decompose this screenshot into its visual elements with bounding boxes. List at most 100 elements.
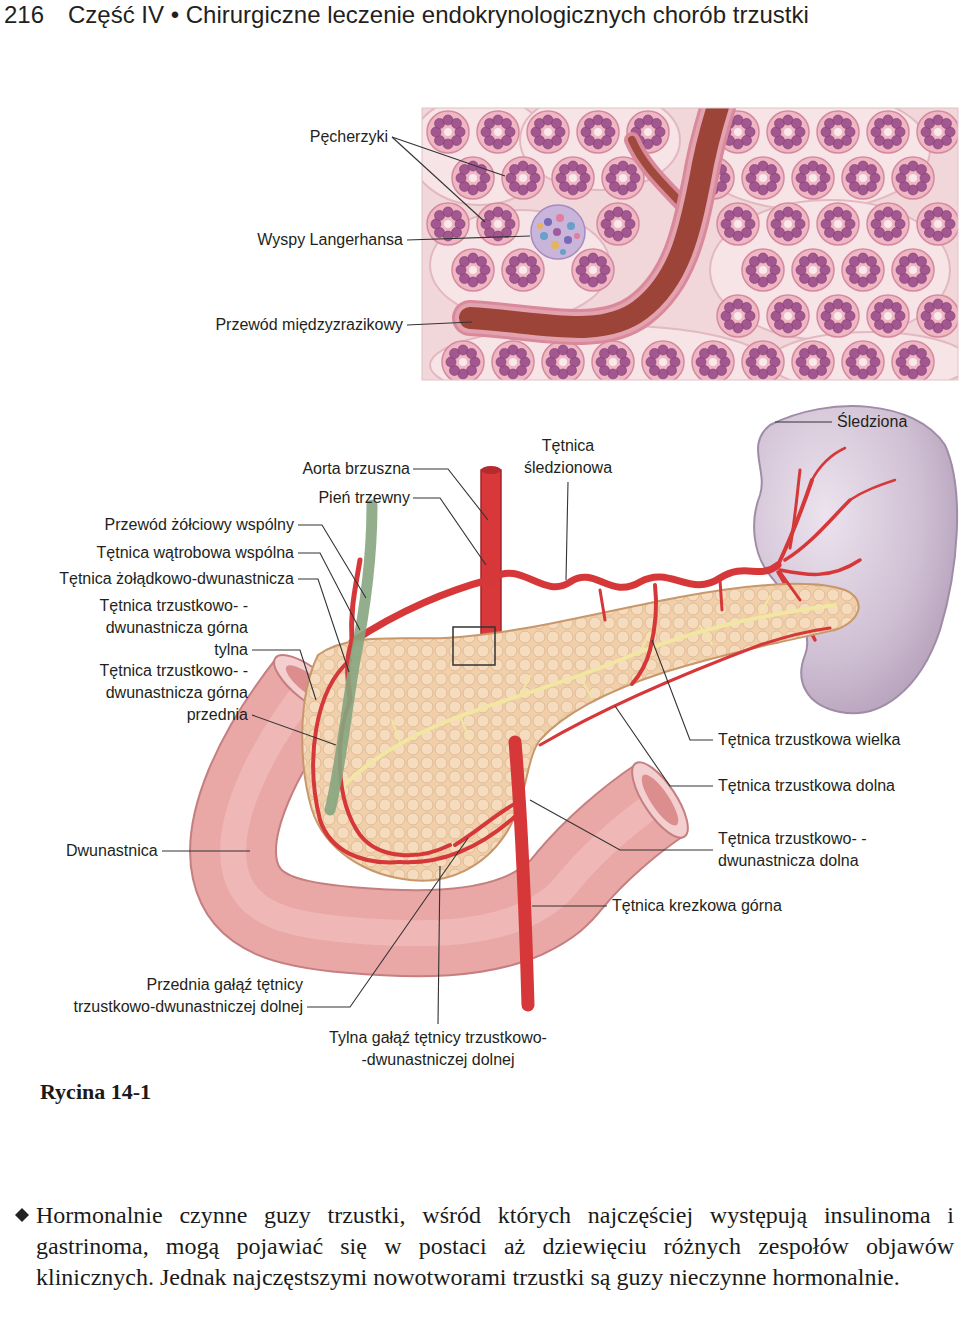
part-label-box: Tętnica trzustkowa dolna — [718, 775, 895, 797]
histology-inset — [470, 108, 720, 327]
part-label: Tętnica trzustkowo- -dwunastnicza górna … — [88, 595, 248, 661]
histology-inset — [422, 108, 958, 380]
leader-lines — [652, 640, 713, 740]
artery-vessels — [850, 480, 895, 500]
histology-inset — [717, 203, 759, 245]
part-label: Dwunastnica — [66, 840, 158, 862]
histology-inset — [792, 249, 834, 291]
part-label: Przednia gałąź tętnicy trzustkowo-dwunas… — [63, 974, 303, 1018]
histology-inset — [551, 241, 559, 249]
histology-inset — [867, 295, 909, 337]
part-label: Pęcherzyki — [310, 126, 388, 148]
leader-lines — [307, 838, 468, 1007]
part-label-box: Tętnica trzustkowa wielka — [718, 729, 900, 751]
running-header: Część IV • Chirurgiczne leczenie endokry… — [68, 0, 809, 30]
pancreatic-duct — [330, 596, 835, 800]
leader-lines — [252, 650, 316, 700]
artery-vessels — [515, 742, 528, 1005]
histology-inset — [592, 341, 634, 380]
artery-vessels — [812, 448, 845, 480]
histology-inset — [742, 249, 784, 291]
histology-inset — [792, 341, 834, 380]
aorta-vessel — [481, 470, 501, 645]
histology-inset — [556, 214, 564, 222]
artery-vessels — [352, 580, 488, 642]
figure-caption-box: Rycina 14-1 — [40, 1078, 151, 1106]
part-label-box: Dwunastnica — [66, 840, 158, 862]
histology-inset — [574, 233, 580, 239]
histology-inset — [442, 341, 484, 380]
histology-inset — [597, 203, 639, 245]
pancreatic-duct — [392, 596, 770, 742]
histology-inset — [567, 222, 575, 230]
histology-inset — [502, 249, 544, 291]
histology-inset — [452, 249, 494, 291]
histology-inset — [917, 203, 958, 245]
histology-inset — [642, 341, 684, 380]
artery-vessels — [540, 628, 830, 745]
bullet-symbol — [15, 1208, 29, 1222]
histology-inset — [842, 157, 884, 199]
histology-inset — [577, 111, 619, 153]
histology-inset — [422, 108, 958, 380]
detail-box — [453, 627, 495, 665]
histology-inset — [553, 228, 561, 236]
leader-lines — [407, 322, 472, 325]
part-label: Tętnica trzustkowa wielka — [718, 729, 900, 751]
aorta-vessel — [481, 466, 501, 474]
histology-inset — [492, 341, 534, 380]
part-label: Śledziona — [837, 411, 907, 433]
leader-lines — [413, 498, 486, 565]
histology-inset — [564, 236, 572, 244]
part-label-box: Tętnica żołądkowo-dwunastnicza — [59, 568, 294, 590]
part-label-box: Tętnica krezkowa górna — [612, 895, 782, 917]
spleen-shape — [754, 406, 957, 713]
part-label: Wyspy Langerhansa — [257, 229, 403, 251]
running-header-box: Część IV • Chirurgiczne leczenie endokry… — [68, 0, 809, 30]
leader-lines — [532, 905, 607, 906]
inset-frame — [422, 108, 958, 380]
aorta-vessel — [481, 466, 501, 645]
page-number: 216 — [4, 0, 44, 30]
figure-caption: Rycina 14-1 — [40, 1078, 151, 1106]
part-label-box: Tętnica trzustkowo- -dwunastnicza górna … — [88, 595, 248, 661]
histology-inset — [767, 111, 809, 153]
histology-inset — [427, 111, 469, 153]
histology-inset — [710, 200, 950, 340]
histology-inset — [544, 218, 552, 226]
histology-inset — [477, 203, 519, 245]
histology-inset — [842, 249, 884, 291]
part-label-box: Tylna gałąź tętnicy trzustkowo- -dwunast… — [326, 1027, 551, 1071]
leader-lines — [775, 421, 832, 422]
part-label-box: Aorta brzuszna — [302, 458, 410, 480]
artery-vessels — [494, 565, 778, 587]
histology-inset — [470, 108, 720, 327]
histology-inset — [572, 249, 614, 291]
artery-vessels — [600, 572, 800, 620]
histology-inset — [817, 203, 859, 245]
artery-vessels — [780, 560, 860, 574]
part-label: Aorta brzuszna — [302, 458, 410, 480]
leader-lines — [298, 525, 366, 598]
leader-lines — [252, 715, 336, 745]
histology-inset — [770, 332, 958, 380]
histology-inset — [842, 341, 884, 380]
histology-inset — [452, 157, 494, 199]
leader-lines — [298, 553, 360, 630]
leader-lines — [438, 866, 440, 1024]
artery-vessels — [790, 470, 800, 548]
part-label-box: Wyspy Langerhansa — [257, 229, 403, 251]
part-label: Tętnica krezkowa górna — [612, 895, 782, 917]
histology-inset — [742, 341, 784, 380]
histology-inset — [542, 341, 584, 380]
histology-inset — [867, 111, 909, 153]
part-label-box: Tętnica wątrobowa wspólna — [97, 542, 294, 564]
body-text-box: Hormonalnie czynne guzy trzustki, wśród … — [36, 1200, 954, 1293]
part-label: Tętnica wątrobowa wspólna — [97, 542, 294, 564]
leader-lines — [530, 800, 713, 850]
leader-lines — [392, 137, 485, 222]
histology-inset — [917, 295, 958, 337]
histology-inset — [792, 157, 834, 199]
histology-inset — [717, 295, 759, 337]
duodenum-shape — [622, 755, 697, 846]
